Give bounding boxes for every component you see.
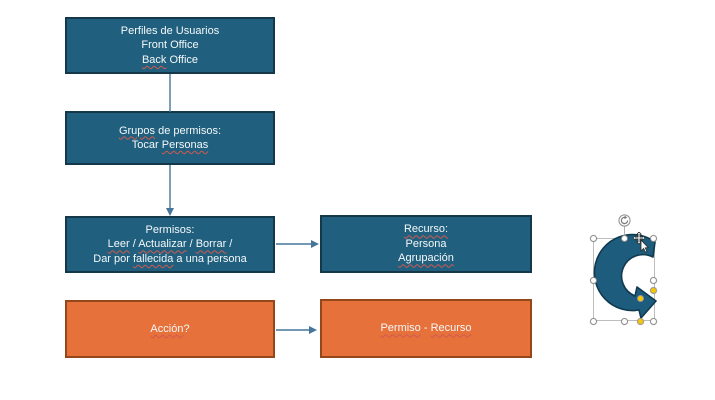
box-text-line: Dar por fallecida a una persona: [93, 252, 247, 267]
adjustment-handle-bottom[interactable]: [637, 318, 644, 325]
text-segment: Agrupación: [398, 252, 454, 265]
flow-box-permisos[interactable]: Permisos: Leer / Actualizar / Borrar / D…: [65, 216, 275, 273]
adjustment-handle-right[interactable]: [650, 287, 657, 294]
selection-handle-bottom-middle[interactable]: [621, 318, 628, 325]
selection-handle-bottom-left[interactable]: [590, 318, 597, 325]
text-segment: Tocar: [131, 139, 162, 151]
box-text-line: Recurso:: [404, 222, 448, 237]
text-segment: /: [129, 238, 139, 251]
selected-shape-bounding-box[interactable]: [590, 214, 657, 325]
text-segment: Persona: [405, 237, 447, 250]
box-text-line: Permiso - Recurso: [380, 321, 471, 336]
text-segment: Perfiles de Usuarios: [120, 24, 220, 37]
text-segment: Front Office: [141, 39, 199, 52]
box-text-line: Agrupación: [398, 251, 454, 266]
text-segment: Permisos:: [145, 223, 195, 236]
adjustment-handle-arrowhead[interactable]: [637, 295, 644, 302]
rotation-handle-stem: [624, 226, 625, 239]
flow-box-grupos-permisos[interactable]: Grupos de permisos: Tocar Personas: [65, 111, 275, 165]
box-text-line: Perfiles de Usuarios: [121, 24, 219, 39]
selection-handle-middle-left[interactable]: [590, 277, 597, 284]
text-segment: Actualizar: [138, 238, 187, 251]
box-text-line: Acción?: [150, 322, 189, 337]
flow-box-recurso[interactable]: Recurso: Persona Agrupación: [320, 215, 532, 273]
selection-handle-bottom-right[interactable]: [650, 318, 657, 325]
arrowhead-right-icon: [311, 240, 319, 248]
text-segment: /: [226, 238, 233, 251]
selection-handle-middle-right[interactable]: [650, 277, 657, 284]
text-segment: Back: [141, 53, 167, 66]
selection-handle-top-right[interactable]: [650, 235, 657, 242]
flow-box-accion[interactable]: Acción?: [65, 300, 275, 358]
text-segment: Borrar: [195, 238, 227, 251]
connector-permisos-to-recurso[interactable]: [276, 240, 319, 248]
selection-handle-top-middle[interactable]: [621, 235, 628, 242]
move-icon: [632, 232, 646, 245]
text-segment: -: [420, 322, 431, 335]
flow-box-perfiles-usuarios[interactable]: Perfiles de Usuarios Front Office Back O…: [65, 17, 275, 74]
rotation-handle[interactable]: [618, 214, 631, 227]
move-pointer-cursor: [632, 232, 650, 253]
text-segment: Grupos: [118, 124, 156, 137]
text-segment: de permisos:: [155, 124, 222, 137]
box-text-line: Tocar Personas: [132, 138, 208, 153]
connector-grupos-to-permisos[interactable]: [166, 165, 174, 216]
text-segment: Dar por: [93, 252, 133, 265]
text-segment: Personas: [161, 139, 209, 151]
box-text-line: Back Office: [142, 53, 198, 68]
text-segment: ?: [183, 322, 190, 335]
box-text-line: Persona: [406, 237, 447, 252]
text-segment: Recurso: [430, 322, 472, 335]
rotate-clockwise-icon: [624, 215, 628, 220]
flow-box-permiso-recurso[interactable]: Permiso - Recurso: [320, 299, 532, 358]
text-segment: Acción: [150, 322, 184, 335]
text-segment: Leer: [107, 238, 130, 251]
text-segment: a una persona: [173, 252, 247, 265]
text-segment: fallecida: [133, 252, 174, 265]
box-text-line: Leer / Actualizar / Borrar /: [108, 237, 233, 252]
arrowhead-right-icon: [309, 326, 317, 334]
box-text-line: Permisos:: [146, 223, 195, 238]
box-text-line: Grupos de permisos:: [119, 124, 221, 139]
connector-accion-to-permiso-recurso[interactable]: [276, 326, 317, 334]
text-segment: Recurso:: [403, 223, 449, 236]
text-segment: /: [186, 238, 196, 251]
text-segment: Permiso: [380, 322, 421, 335]
arrowhead-down-icon: [166, 208, 174, 216]
text-segment: Office: [166, 53, 199, 66]
selection-handle-top-left[interactable]: [590, 235, 597, 242]
box-text-line: Front Office: [141, 38, 198, 53]
pointer-arrow-icon: [640, 238, 650, 253]
